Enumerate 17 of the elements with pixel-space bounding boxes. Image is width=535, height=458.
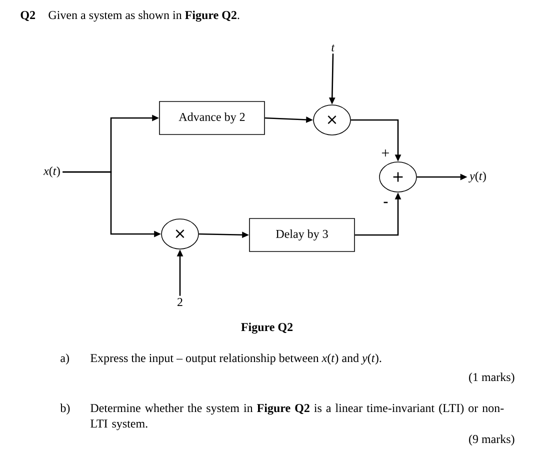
question-number: Q2	[20, 11, 36, 21]
signal-label: y(t)	[468, 172, 486, 182]
marks-label: (9 marks)	[469, 434, 514, 446]
item-label: a)	[60, 354, 69, 365]
signal-label: x(t)	[43, 166, 60, 178]
sign-label: -	[384, 202, 388, 204]
block-box: Delay by 3	[249, 218, 355, 252]
question-text: Determine whether the system in Figure Q2 is a linear time-invariant (LTI) or non-LTI system.	[90, 404, 504, 430]
signal-label: t	[332, 44, 335, 52]
marks-label: (1 marks)	[469, 372, 514, 384]
signal-label: 2	[178, 298, 182, 306]
heading: Given a system as shown in Figure Q2.	[48, 10, 240, 22]
block-box: Advance by 2	[159, 101, 265, 135]
caption: Figure Q2	[241, 322, 293, 334]
item-label: b)	[60, 404, 70, 415]
question-text: Express the input – output relationship between x(t) and y(t).	[90, 354, 382, 365]
sign-label: +	[382, 150, 389, 157]
